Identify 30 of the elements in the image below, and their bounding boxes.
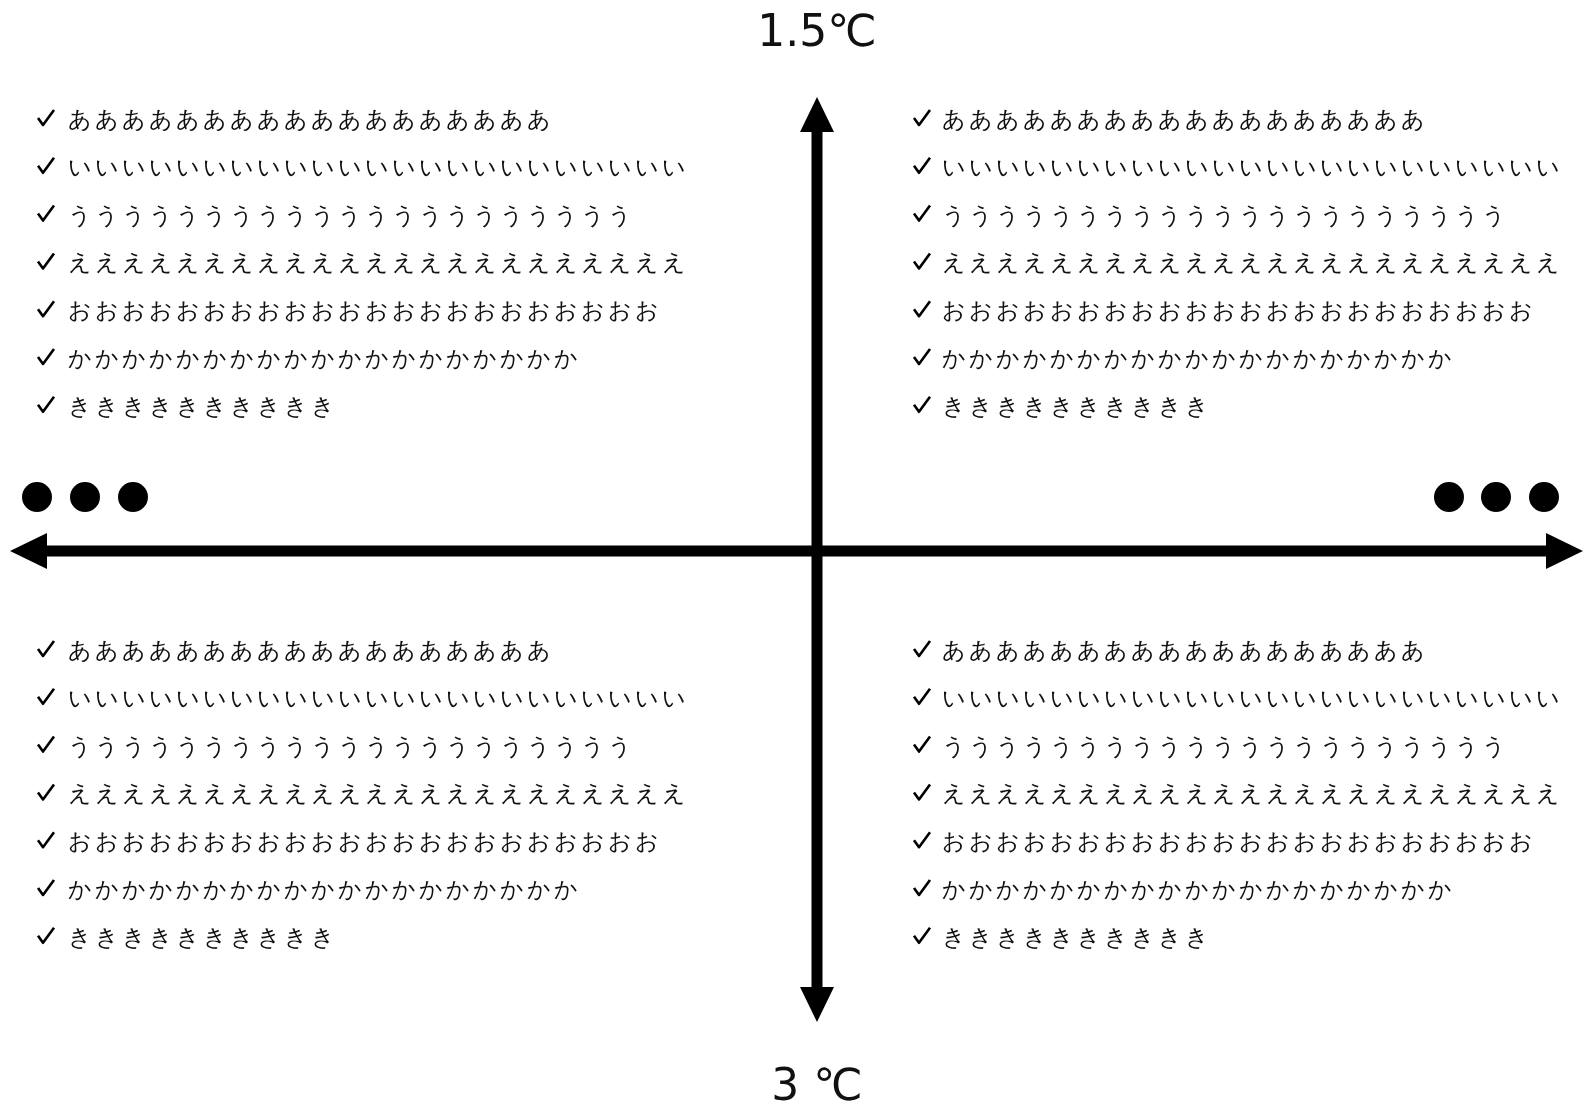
list-item-text: えええええええええええええええええええええええ — [68, 779, 689, 809]
list-item-text: ううううううううううううううううううううう — [942, 731, 1509, 761]
list-item-text: かかかかかかかかかかかかかかかかかかか — [942, 344, 1455, 373]
list-item-text: ああああああああああああああああああ — [68, 636, 554, 665]
list-item-text: おおおおおおおおおおおおおおおおおおおおおお — [942, 827, 1536, 857]
list-item-text: かかかかかかかかかかかかかかかかかかか — [68, 344, 581, 373]
list-item-text: ううううううううううううううううううううう — [68, 200, 635, 230]
list-item-text: えええええええええええええええええええええええ — [942, 248, 1563, 278]
list-item-text: きききききききききき — [942, 391, 1212, 421]
axis-label: 3 ℃ — [771, 1060, 863, 1109]
list-item-text: いいいいいいいいいいいいいいいいいいいいいいい — [68, 683, 689, 713]
list-item-text: ああああああああああああああああああ — [942, 105, 1428, 134]
list-item-text: かかかかかかかかかかかかかかかかかかか — [942, 875, 1455, 904]
list-item-text: ううううううううううううううううううううう — [942, 200, 1509, 230]
list-item-text: えええええええええええええええええええええええ — [68, 248, 689, 278]
list-item-text: ううううううううううううううううううううう — [68, 731, 635, 761]
list-item-text: ああああああああああああああああああ — [942, 636, 1428, 665]
list-item-text: いいいいいいいいいいいいいいいいいいいいいいい — [68, 152, 689, 182]
list-item-text: えええええええええええええええええええええええ — [942, 779, 1563, 809]
list-item-text: ああああああああああああああああああ — [68, 105, 554, 134]
list-item-text: おおおおおおおおおおおおおおおおおおおおおお — [68, 296, 662, 326]
list-item-text: きききききききききき — [942, 922, 1212, 952]
axis-label: 1.5℃ — [757, 6, 877, 56]
list-item-text: かかかかかかかかかかかかかかかかかかか — [68, 875, 581, 904]
list-item-text: おおおおおおおおおおおおおおおおおおおおおお — [68, 827, 662, 857]
list-item-text: きききききききききき — [68, 922, 338, 952]
list-item-text: いいいいいいいいいいいいいいいいいいいいいいい — [942, 152, 1563, 182]
list-item-text: おおおおおおおおおおおおおおおおおおおおおお — [942, 296, 1536, 326]
list-item-text: いいいいいいいいいいいいいいいいいいいいいいい — [942, 683, 1563, 713]
list-item-text: きききききききききき — [68, 391, 338, 421]
